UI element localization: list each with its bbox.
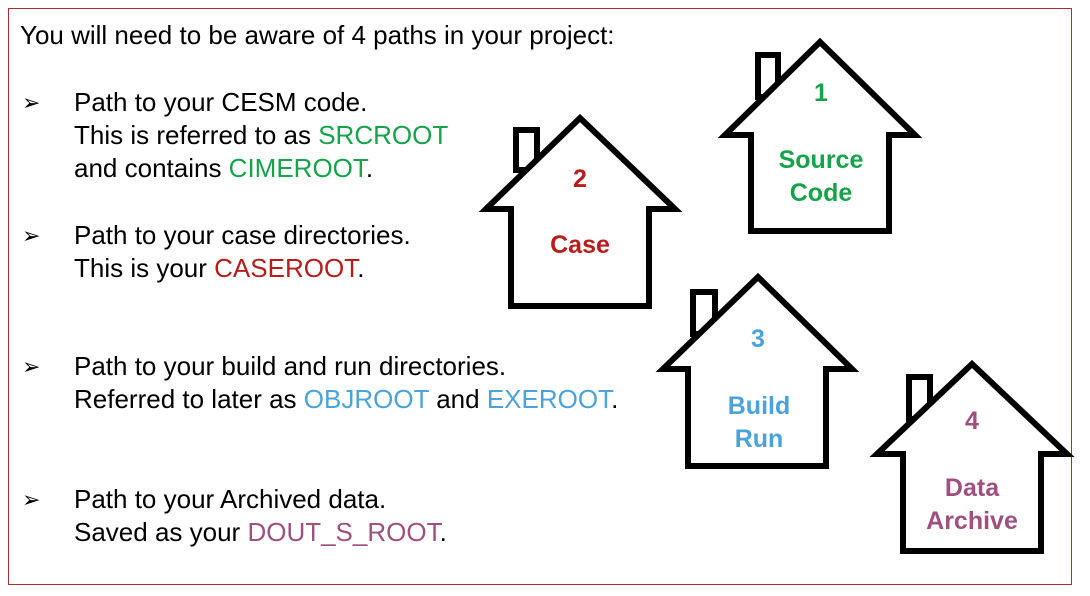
house-2-outline	[478, 113, 683, 309]
exeroot-var: EXEROOT	[486, 384, 612, 414]
house-3-number: 3	[751, 325, 765, 353]
srcroot-var: SRCROOT	[318, 120, 449, 150]
house-3-outline	[655, 272, 860, 469]
bullet-4-line-1: Path to your Archived data.	[74, 484, 387, 514]
bullet-arrow-icon: ➢	[22, 487, 41, 512]
bullet-1-line-2: This is referred to as SRCROOT	[74, 120, 449, 150]
cimeroot-var: CIMEROOT	[228, 153, 366, 183]
house-3-label-2: Run	[735, 425, 784, 453]
house-icon-data-archive: 4 Data Archive	[869, 359, 1075, 554]
bullet-3-line-2: Referred to later as OBJROOT and EXEROOT…	[74, 384, 619, 414]
house-2-number: 2	[573, 165, 587, 193]
house-1-outline	[717, 37, 923, 234]
intro-text: You will need to be aware of 4 paths in …	[20, 20, 615, 50]
house-1-label-2: Code	[790, 179, 853, 207]
house-4-label-2: Archive	[926, 507, 1018, 535]
bullet-2-line-2: This is your CASEROOT.	[74, 253, 365, 283]
objroot-var: OBJROOT	[303, 384, 429, 414]
house-1-label-1: Source	[779, 146, 864, 174]
house-icon-build-run: 3 Build Run	[655, 272, 860, 469]
house-3-label-1: Build	[728, 392, 791, 420]
bullet-4-line-2: Saved as your DOUT_S_ROOT.	[74, 517, 447, 547]
bullet-3-line-1: Path to your build and run directories.	[74, 351, 507, 381]
house-icon-case: 2 Case	[478, 113, 683, 309]
bullet-2-line-1: Path to your case directories.	[74, 220, 411, 250]
house-4-outline	[869, 359, 1075, 554]
house-4-label-1: Data	[945, 474, 1000, 502]
slide-frame	[8, 8, 1072, 585]
house-2-label-1: Case	[550, 231, 610, 259]
caseroot-var: CASEROOT	[214, 253, 358, 283]
house-1-number: 1	[814, 79, 828, 107]
house-icon-source-code: 1 Source Code	[717, 37, 923, 234]
house-4-number: 4	[965, 407, 979, 435]
dout-s-root-var: DOUT_S_ROOT	[247, 517, 440, 547]
bullet-1-line-3: and contains CIMEROOT.	[74, 153, 374, 183]
bullet-arrow-icon: ➢	[22, 90, 41, 115]
bullet-1-line-1: Path to your CESM code.	[74, 87, 368, 117]
bullet-arrow-icon: ➢	[22, 354, 41, 379]
bullet-arrow-icon: ➢	[22, 223, 41, 248]
